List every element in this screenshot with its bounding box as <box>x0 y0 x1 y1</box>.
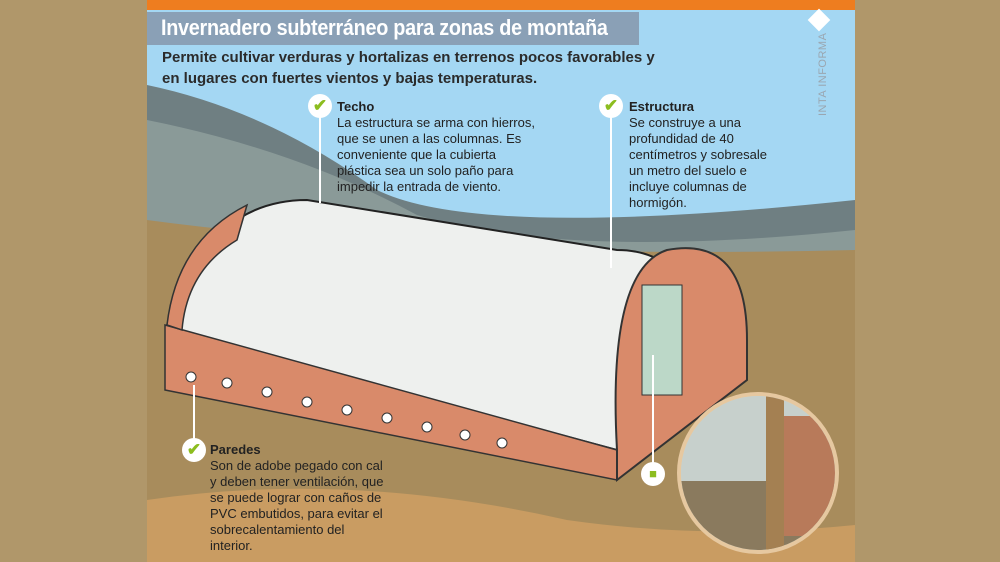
camera-icon: ■ <box>641 462 665 486</box>
callout-techo: Techo La estructura se arma con hierros,… <box>337 99 537 195</box>
callout-title: Estructura <box>629 99 695 114</box>
check-icon: ✔ <box>182 438 206 462</box>
photo-pointer <box>652 355 654 463</box>
subtitle: Permite cultivar verduras y hortalizas e… <box>162 49 655 87</box>
infographic-panel: Invernadero subterráneo para zonas de mo… <box>147 0 855 562</box>
ground-light <box>147 488 855 562</box>
ventilation-pipes <box>185 371 508 449</box>
callout-title: Paredes <box>210 442 261 457</box>
check-icon: ✔ <box>308 94 332 118</box>
top-accent-bar <box>147 0 855 10</box>
callout-text: La estructura se arma con hierros, que s… <box>337 115 535 194</box>
callout-estructura: Estructura Se construye a una profundida… <box>629 99 769 211</box>
callout-title: Techo <box>337 99 375 114</box>
brand-text: INTA INFORMA <box>817 32 829 116</box>
callout-text: Son de adobe pegado con cal y deben tene… <box>210 458 384 553</box>
title-banner: Invernadero subterráneo para zonas de mo… <box>147 12 639 45</box>
check-icon: ✔ <box>599 94 623 118</box>
callout-text: Se construye a una profundidad de 40 cen… <box>629 115 768 210</box>
door <box>641 284 683 396</box>
page-title: Invernadero subterráneo para zonas de mo… <box>161 15 608 40</box>
techo-pointer <box>319 108 321 203</box>
side-wall <box>166 203 249 332</box>
paredes-pointer <box>193 385 195 440</box>
estructura-pointer <box>610 108 612 268</box>
callout-paredes: Paredes Son de adobe pegado con cal y de… <box>210 442 390 554</box>
interior-photo <box>677 392 839 554</box>
brand-label: INTA INFORMA <box>813 33 833 120</box>
